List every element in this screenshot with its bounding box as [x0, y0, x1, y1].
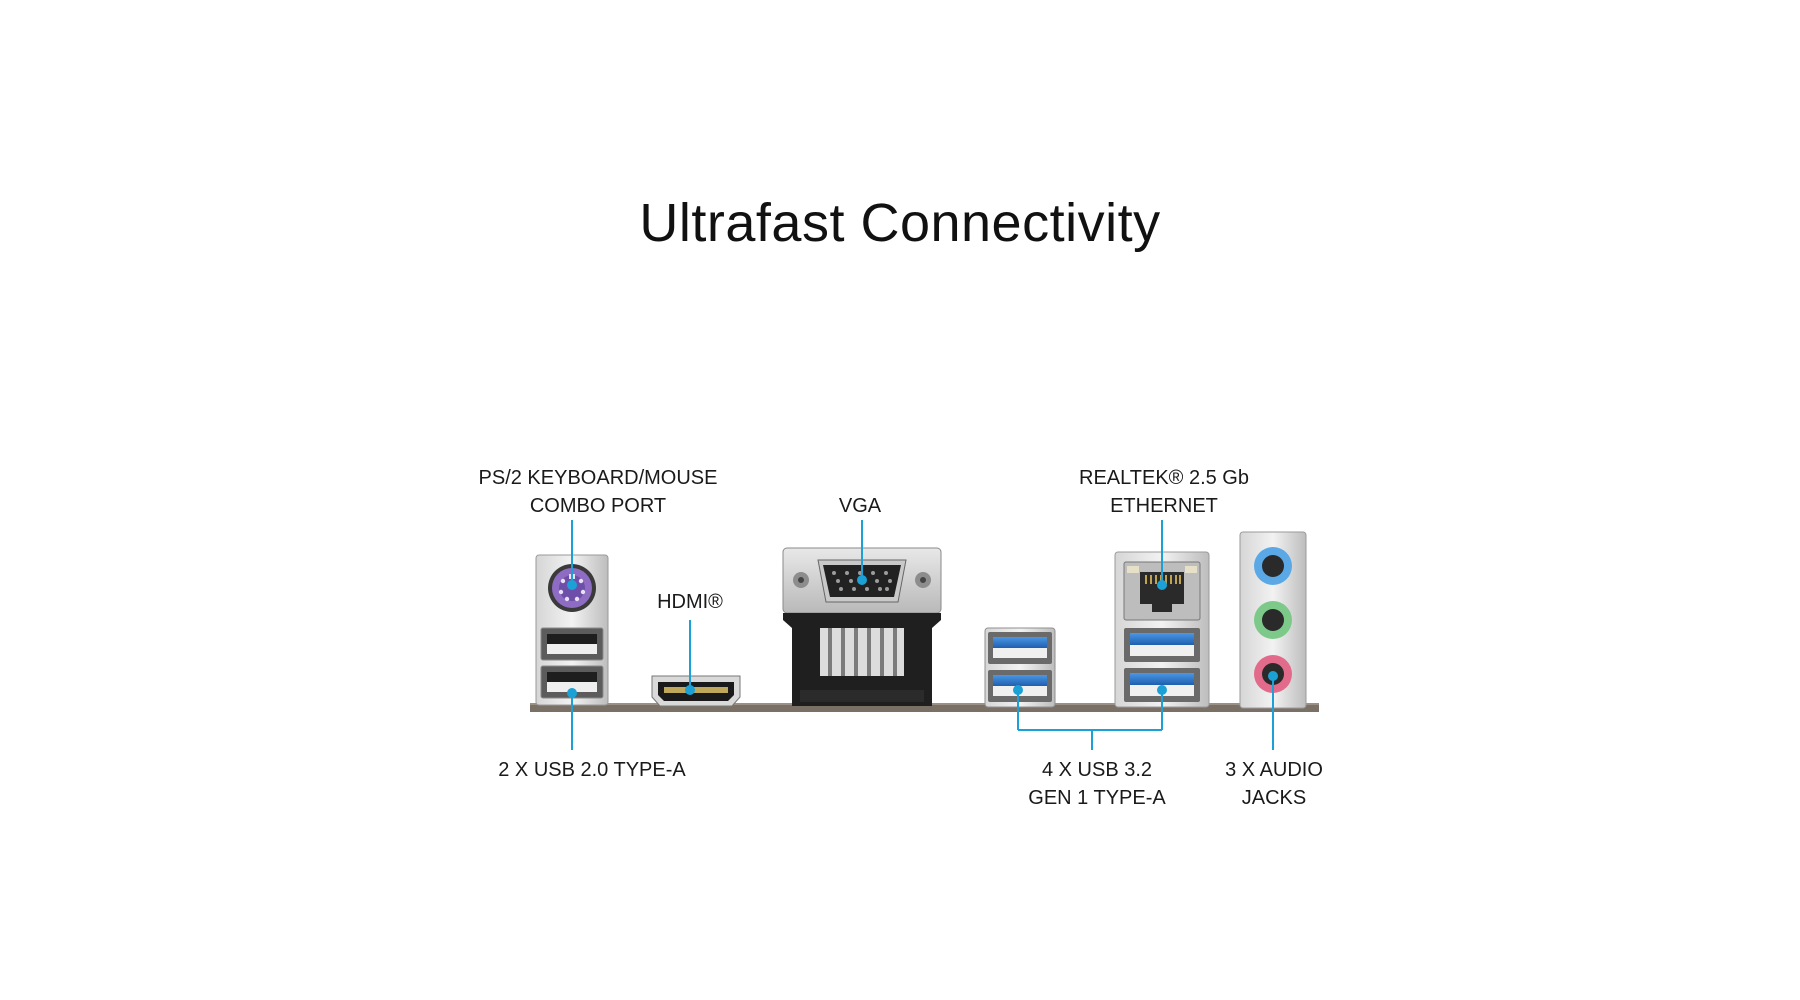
label-ethernet-line1: REALTEK® 2.5 Gb [1079, 467, 1249, 489]
hdmi-port-icon [651, 675, 741, 707]
label-audio-line2: JACKS [1241, 787, 1307, 809]
label-usb2-line1: 2 X USB 2.0 TYPE-A [498, 759, 686, 781]
label-audio-line1: 3 X AUDIO [1225, 759, 1323, 781]
label-hdmi-line1: HDMI® [657, 591, 723, 613]
label-usb3: 4 X USB 3.2 GEN 1 TYPE-A [1028, 756, 1165, 812]
label-ethernet-line2: ETHERNET [1110, 495, 1218, 517]
label-hdmi: HDMI® [657, 588, 723, 616]
label-ethernet: REALTEK® 2.5 Gb ETHERNET [1079, 464, 1249, 520]
label-usb3-line2: GEN 1 TYPE-A [1028, 787, 1166, 809]
usb3-port-icon [984, 627, 1056, 708]
label-vga-line1: VGA [838, 495, 882, 517]
label-usb2: 2 X USB 2.0 TYPE-A [498, 756, 686, 784]
label-usb3-line1: 4 X USB 3.2 [1041, 759, 1153, 781]
label-ps2-line2: COMBO PORT [529, 495, 667, 517]
ethernet-port-icon [1123, 561, 1201, 621]
usb2-port-icon [540, 627, 604, 699]
callout-usb3 [1013, 685, 1167, 750]
io-base-plate [530, 703, 1319, 712]
audio-jack-icon [1239, 531, 1307, 709]
label-vga: VGA [839, 492, 881, 520]
label-ps2: PS/2 KEYBOARD/MOUSE COMBO PORT [479, 464, 718, 520]
label-ps2-line1: PS/2 KEYBOARD/MOUSE [478, 467, 718, 489]
label-audio: 3 X AUDIO JACKS [1225, 756, 1323, 812]
page-title: Ultrafast Connectivity [639, 193, 1161, 253]
callout-lines [567, 520, 1278, 750]
